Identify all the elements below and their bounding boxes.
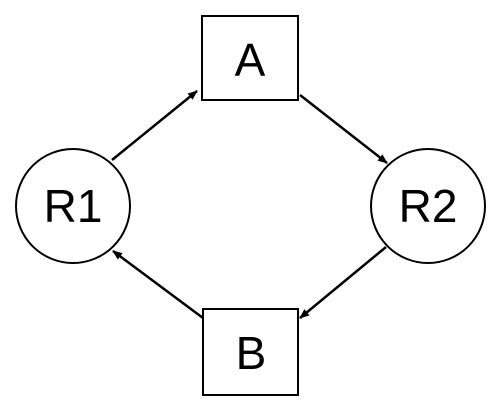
node-r1: R1 (15, 148, 131, 264)
node-r2-label: R2 (399, 180, 458, 232)
node-a-box (201, 15, 299, 101)
node-r1-circle (15, 148, 131, 264)
node-r1-label: R1 (44, 180, 103, 232)
node-r2: R2 (370, 148, 486, 264)
node-a: A (201, 15, 299, 101)
node-b: B (202, 308, 299, 396)
edge-a-to-r2 (299, 94, 388, 164)
edge-r2-to-b (299, 246, 387, 319)
edge-r1-to-a (111, 90, 198, 161)
edge-b-to-r1 (112, 249, 204, 320)
node-a-label: A (235, 34, 266, 86)
node-b-label: B (236, 327, 267, 379)
node-b-box (202, 308, 299, 396)
node-r2-circle (370, 148, 486, 264)
